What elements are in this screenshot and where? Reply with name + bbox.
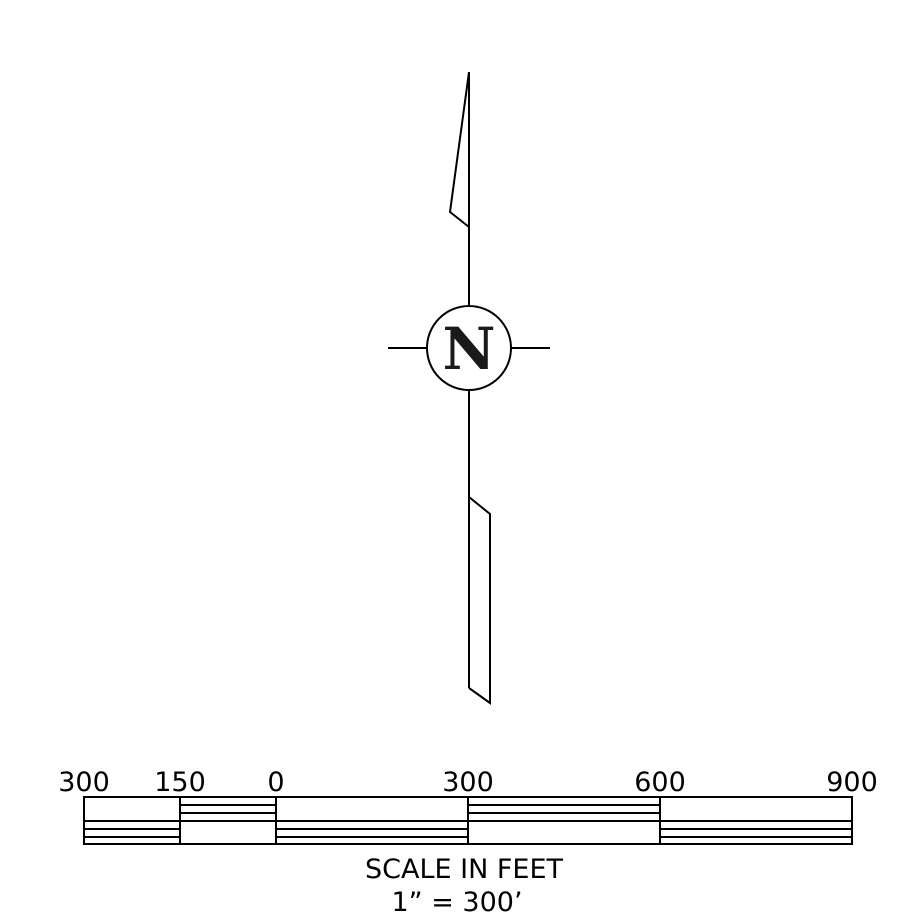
- north-arrow-tail: [468, 496, 491, 705]
- north-arrow: N: [388, 71, 550, 705]
- scale-tick-label: 0: [267, 767, 284, 798]
- scale-bar-segment: [180, 804, 276, 822]
- scale-tick-label: 300: [442, 767, 494, 798]
- north-arrow-head: [448, 71, 470, 228]
- scale-tick-label: 600: [634, 767, 686, 798]
- scale-bar-segment: [660, 820, 852, 838]
- scale-bar-segment: [84, 820, 180, 838]
- scale-bar-segment: [468, 804, 660, 822]
- scale-tick-label: 900: [826, 767, 878, 798]
- scale-bar: 300 150 0 300 600 900 SCALE IN FEET 1” =…: [58, 767, 878, 918]
- scale-title: SCALE IN FEET: [365, 854, 564, 885]
- scale-tick-label: 300: [58, 767, 110, 798]
- scale-ratio: 1” = 300’: [391, 887, 522, 918]
- north-letter: N: [442, 315, 495, 383]
- scale-tick-label: 150: [154, 767, 206, 798]
- scale-bar-segment: [276, 820, 468, 838]
